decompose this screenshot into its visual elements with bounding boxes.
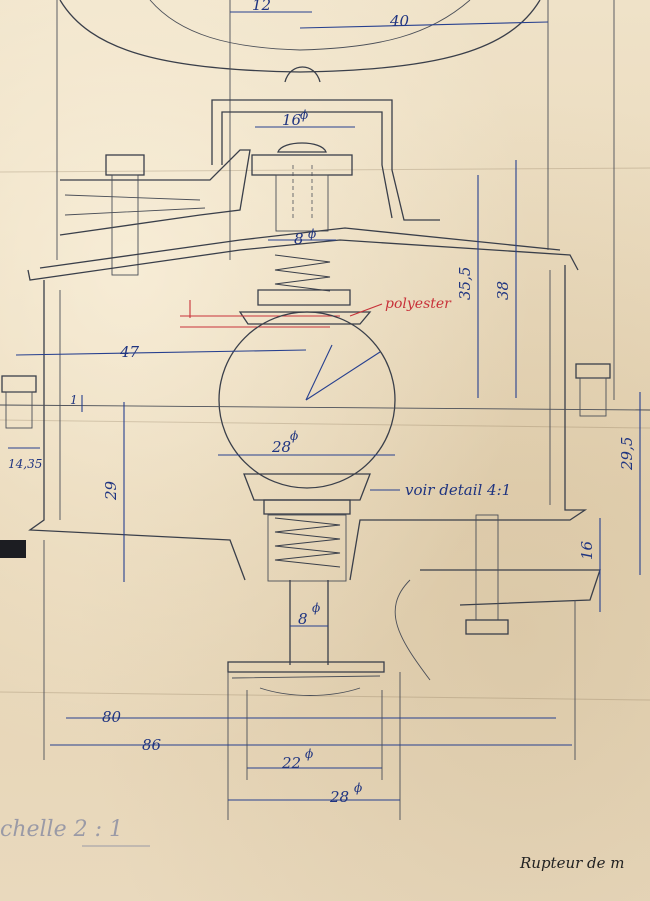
phi-symbol: ϕ [354, 781, 362, 795]
wire [394, 579, 431, 681]
top-collar [257, 289, 351, 306]
dim-22phi-label: 22 [281, 754, 301, 772]
radius-line [305, 344, 333, 401]
spring-housing [267, 514, 347, 582]
polyester-label: polyester [385, 296, 452, 312]
dim-38-label: 38 [494, 281, 512, 300]
polyester-marks [180, 300, 340, 328]
roof-inner [39, 227, 561, 269]
right-clamp [420, 569, 601, 606]
base-disk [227, 661, 385, 673]
dim-28phi-base-label: 28 [329, 788, 349, 806]
bowl-inner-outline [149, 0, 471, 51]
lower-spring [274, 517, 341, 568]
bolt-washer [251, 154, 353, 176]
left-side-screw [5, 391, 33, 429]
dim-1-label: 1 [70, 393, 78, 407]
dim-line-40 [299, 21, 549, 29]
dim-8phi-stem-label: 8 [298, 610, 308, 628]
base-disk-detail [231, 675, 381, 696]
dim-47-label: 47 [119, 343, 140, 361]
phi-symbol: ϕ [312, 601, 320, 615]
dim-29-5-label: 29,5 [618, 437, 636, 471]
housing-right-wall [349, 265, 588, 581]
ball [218, 311, 396, 489]
cap-knob [284, 66, 321, 83]
dim-28phi-ball-label: 28 [271, 438, 291, 456]
left-screw-head [105, 154, 145, 176]
dim-16-label: 16 [578, 540, 596, 560]
top-collar-flange [238, 311, 372, 325]
right-side-screw-head [575, 363, 611, 379]
bolt-body [275, 174, 329, 232]
dim-16phi-label: 16 [282, 111, 302, 129]
centerline [0, 404, 650, 411]
lower-collar [243, 473, 371, 501]
dim-14-35-label: 14,35 [8, 457, 42, 471]
phi-symbol: ϕ [308, 227, 316, 241]
paper-fold [0, 167, 650, 173]
phi-symbol: ϕ [290, 429, 298, 443]
connector-terminal [0, 540, 26, 558]
scale-label: chelle 2 : 1 [0, 817, 123, 842]
phi-symbol: ϕ [300, 108, 308, 122]
polyester-leader [349, 303, 383, 317]
left-clamp-leaf [64, 194, 206, 216]
dim-86-label: 86 [142, 736, 162, 754]
right-clamp-screw-head [465, 619, 509, 635]
dim-29-label: 29 [102, 480, 120, 501]
dim-80-label: 80 [102, 708, 122, 726]
left-side-screw-head [1, 375, 37, 393]
paper-fold [0, 419, 650, 429]
dim-35-5-label: 35,5 [456, 267, 474, 300]
bracket-outer [211, 99, 440, 221]
left-clamp [59, 149, 251, 236]
right-side-screw [579, 377, 607, 417]
dim-12-label: 12 [252, 0, 271, 14]
dim-line-47 [15, 349, 307, 356]
dim-40-label: 40 [389, 12, 410, 30]
voir-detail-label: voir detail 4:1 [405, 481, 511, 499]
bolt-head [277, 142, 327, 153]
bracket-inner [221, 111, 393, 219]
left-screw [111, 174, 139, 276]
dim-8phi-top-label: 8 [294, 230, 304, 248]
top-spring [274, 254, 331, 292]
title-label: Rupteur de m [519, 854, 625, 872]
housing-left-wall [28, 280, 246, 581]
paper-fold [0, 691, 650, 701]
bowl-outline [59, 0, 541, 73]
phi-symbol: ϕ [305, 747, 313, 761]
lower-collar-ring [263, 499, 351, 515]
roof-outline [27, 239, 579, 281]
radius-line [305, 351, 381, 401]
